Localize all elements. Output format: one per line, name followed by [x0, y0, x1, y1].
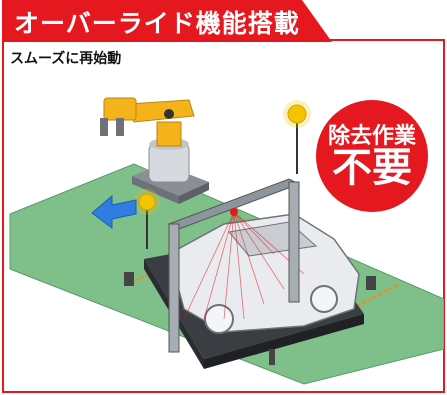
- conveyor-scene: [9, 97, 444, 385]
- warning-lamp-icon: [134, 189, 160, 249]
- warning-lamp-icon: [283, 100, 311, 174]
- laser-beams: [183, 211, 305, 320]
- badge-line2: 不要: [332, 145, 412, 191]
- page-title: オーバーライド機能搭載: [14, 9, 300, 38]
- robot-arm-icon: [100, 97, 209, 204]
- direction-arrow-icon: [91, 194, 137, 229]
- light-curtain-frame-icon: [167, 178, 301, 353]
- sensor-icon: [124, 272, 376, 365]
- status-badge: 除去作業 不要: [316, 100, 428, 212]
- subtitle: スムーズに再始動: [10, 51, 122, 67]
- title-tab: [2, 0, 332, 42]
- badge-line1: 除去作業: [327, 124, 416, 149]
